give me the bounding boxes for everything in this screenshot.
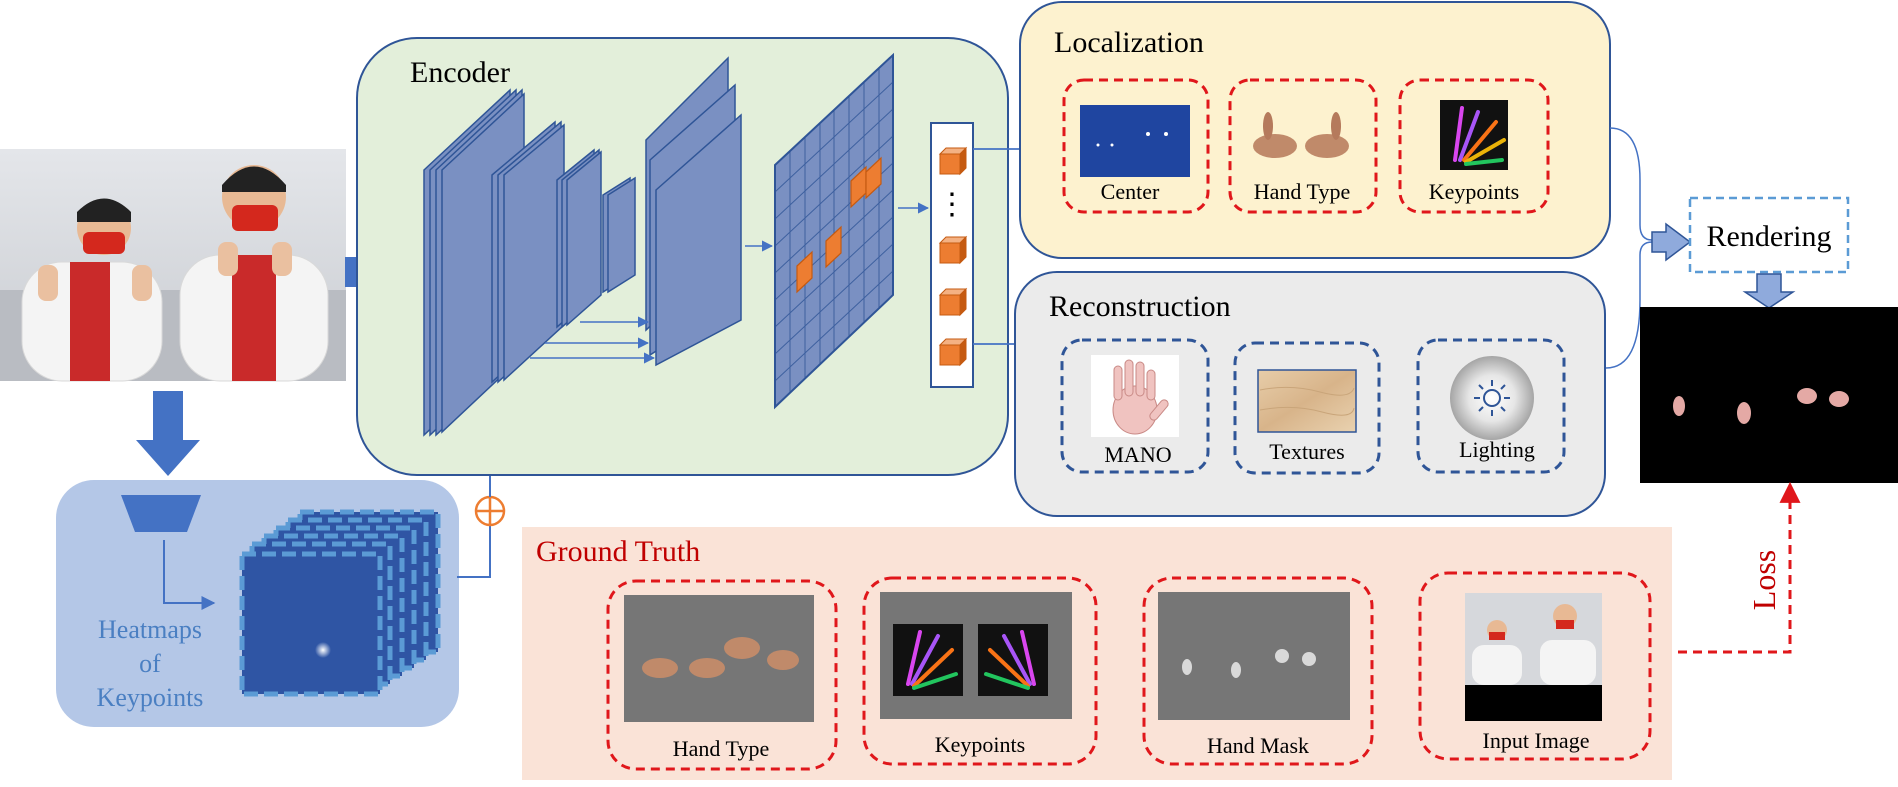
hand-type-label: Hand Type: [1254, 179, 1350, 204]
heatmaps-label-2: of: [139, 649, 161, 678]
ground-truth-panel: Ground Truth Hand Type Keypoints Hand M: [522, 527, 1672, 780]
center-label: Center: [1101, 179, 1160, 204]
heatmap-panel: Heatmaps of Keypoints: [56, 480, 459, 727]
textures-thumb: [1257, 369, 1357, 433]
reconstruction-panel: Reconstruction MANO Textures Lighting: [1014, 271, 1606, 517]
heatmaps-label-3: Keypoints: [97, 683, 204, 712]
encoder-title: Encoder: [410, 56, 510, 89]
textures-label: Textures: [1269, 439, 1344, 464]
heatmaps-label-1: Heatmaps: [98, 615, 202, 644]
lighting-box: [1416, 338, 1566, 474]
rendered-output: [1640, 307, 1898, 483]
feature-ellipsis: ⋮: [937, 188, 967, 221]
feature-cube-4: [938, 337, 968, 367]
feature-vector: ⋮: [930, 122, 974, 388]
textures-box: [1233, 341, 1381, 475]
loss-label: Loss: [1746, 550, 1782, 610]
lighting-label: Lighting: [1459, 437, 1535, 462]
gt-keypoints-label: Keypoints: [935, 732, 1025, 757]
ground-truth-title: Ground Truth: [536, 535, 700, 568]
decoder-layer-3: [655, 113, 742, 367]
rendering-label: Rendering: [1707, 220, 1832, 253]
loss-arrow: [1678, 481, 1801, 654]
center-map-thumb: [1080, 105, 1190, 177]
input-photo: [0, 149, 346, 382]
hand-type-thumb: [1253, 112, 1349, 158]
lighting-thumb: [1450, 356, 1534, 440]
gt-keypoints-box: [862, 576, 1098, 766]
reconstruction-title: Reconstruction: [1049, 290, 1231, 323]
gt-input-image-label: Input Image: [1483, 728, 1590, 753]
gt-input-image-thumb: [1465, 593, 1602, 721]
sun-icon: [1474, 380, 1510, 416]
gt-hand-mask-thumb: [1158, 592, 1350, 720]
mano-box: [1060, 338, 1210, 474]
merge-arrow: [1651, 222, 1692, 262]
keypoints-label: Keypoints: [1429, 179, 1519, 204]
encoder-layer-3: [556, 148, 602, 329]
encoder-layer-4: [602, 176, 636, 294]
localization-panel: Localization Center Hand Type Keypoints: [1019, 1, 1611, 259]
center-box: [1062, 78, 1210, 214]
rendering-down-arrow: [1742, 273, 1796, 309]
down-arrow: [136, 391, 200, 476]
encoder-layer-2: [491, 120, 565, 384]
rendering-box: [1688, 196, 1850, 274]
feature-cube-1: [938, 146, 968, 176]
feature-cube-2: [938, 235, 968, 265]
mano-label: MANO: [1104, 442, 1171, 467]
localization-title: Localization: [1054, 26, 1204, 59]
feature-cube-3: [938, 287, 968, 317]
feature-grid: [774, 52, 894, 410]
keypoints-box: [1398, 78, 1550, 214]
hand-type-box: [1228, 78, 1378, 214]
mano-hand-icon: [1091, 355, 1179, 437]
heatmap-stack: [239, 509, 441, 697]
gt-hand-type-label: Hand Type: [673, 736, 769, 761]
trapezoid-icon: [121, 495, 201, 532]
gt-hand-mask-label: Hand Mask: [1207, 733, 1309, 758]
encoder-panel: Encoder: [356, 37, 1009, 476]
